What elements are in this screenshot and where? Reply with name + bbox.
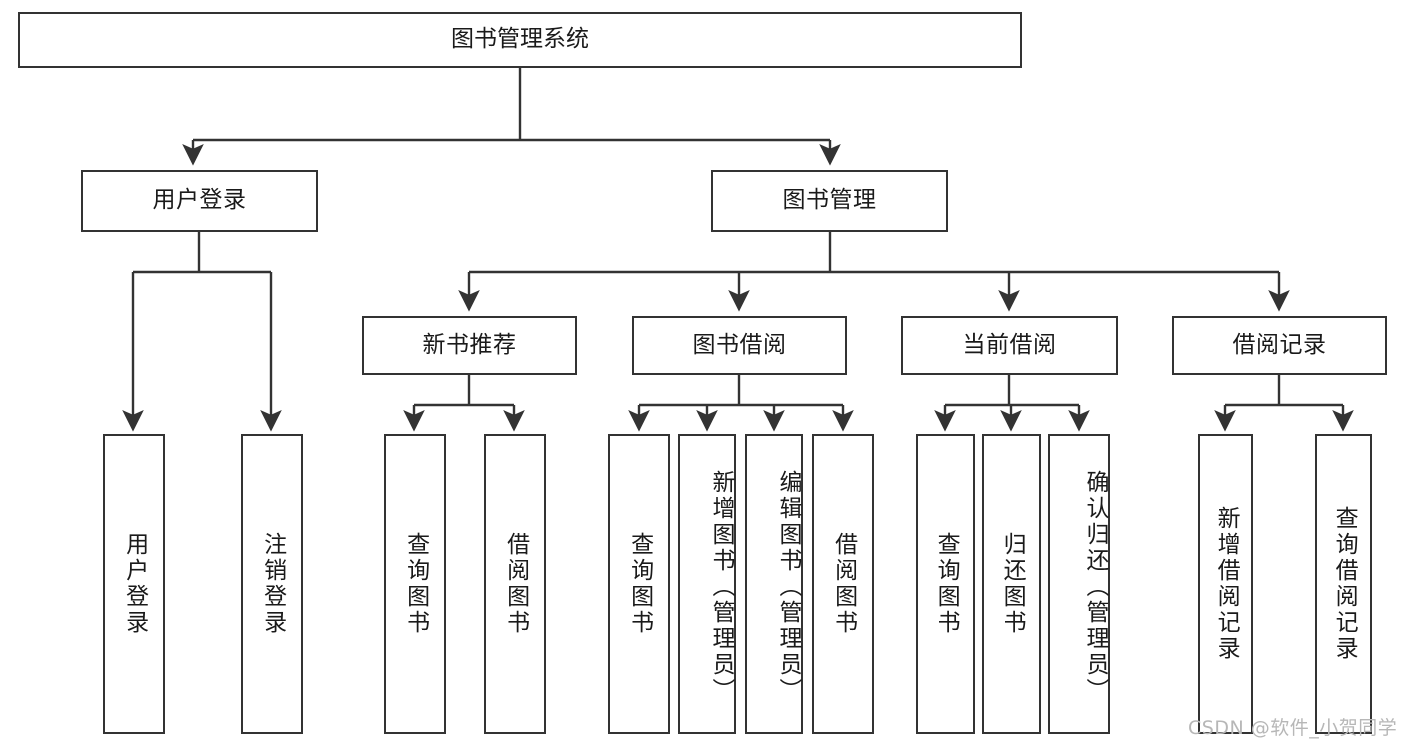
- leaf-borrow-record-query-record[interactable]: 查询借阅记录: [1315, 434, 1372, 734]
- leaf-book-borrow-query-book[interactable]: 查询图书: [608, 434, 670, 734]
- leaf-current-borrow-query-book[interactable]: 查询图书: [916, 434, 975, 734]
- node-root-system[interactable]: 图书管理系统: [18, 12, 1022, 68]
- node-borrow-record[interactable]: 借阅记录: [1172, 316, 1387, 375]
- node-book-management[interactable]: 图书管理: [711, 170, 948, 232]
- leaf-new-book-query-book[interactable]: 查询图书: [384, 434, 446, 734]
- leaf-borrow-record-add-record[interactable]: 新增借阅记录: [1198, 434, 1253, 734]
- leaf-new-book-borrow-book[interactable]: 借阅图书: [484, 434, 546, 734]
- csdn-watermark: CSDN @软件_小贺同学: [1188, 717, 1398, 739]
- leaf-current-borrow-return-book[interactable]: 归还图书: [982, 434, 1041, 734]
- node-current-borrow[interactable]: 当前借阅: [901, 316, 1118, 375]
- leaf-book-borrow-borrow-book[interactable]: 借阅图书: [812, 434, 874, 734]
- node-book-borrow[interactable]: 图书借阅: [632, 316, 847, 375]
- leaf-user-login-signout[interactable]: 注销登录: [241, 434, 303, 734]
- node-user-login[interactable]: 用户登录: [81, 170, 318, 232]
- node-new-book-recommend[interactable]: 新书推荐: [362, 316, 577, 375]
- leaf-user-login-signin[interactable]: 用户登录: [103, 434, 165, 734]
- leaf-book-borrow-edit-book-admin[interactable]: 编辑图书（管理员）: [745, 434, 803, 734]
- leaf-book-borrow-add-book-admin[interactable]: 新增图书（管理员）: [678, 434, 736, 734]
- leaf-current-borrow-confirm-return-admin[interactable]: 确认归还（管理员）: [1048, 434, 1110, 734]
